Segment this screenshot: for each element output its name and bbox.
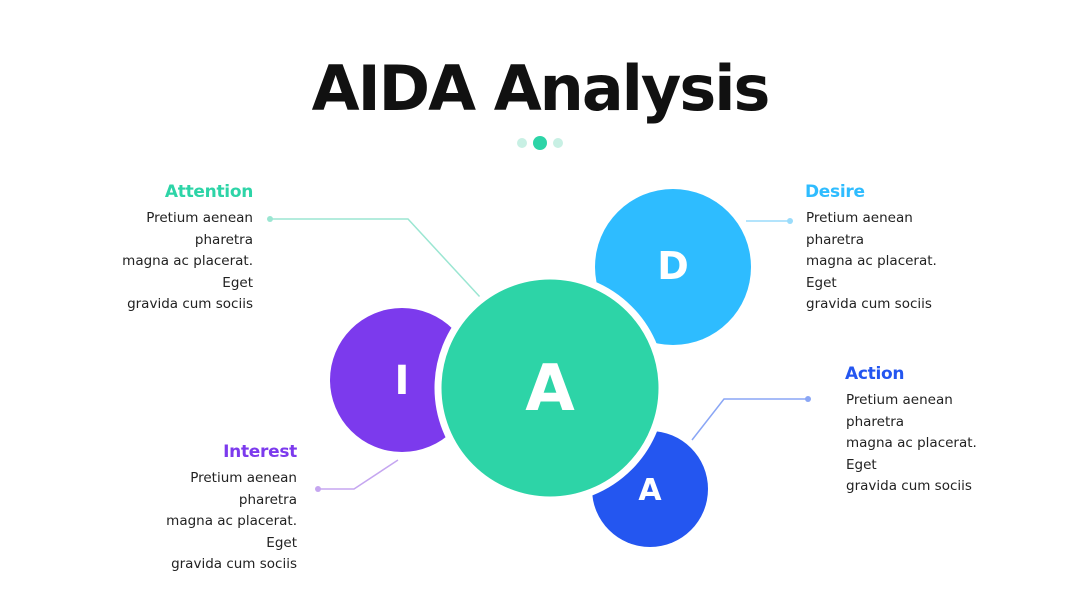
action-description-line-2: magna ac placerat. Eget (846, 435, 977, 473)
desire-connector-dot (787, 218, 793, 224)
action-connector-dot (805, 396, 811, 402)
desire-circle[interactable] (595, 189, 751, 345)
interest-description-line-3: gravida cum sociis (171, 556, 297, 572)
interest-circle-letter: I (395, 358, 410, 404)
action-connector-line (691, 398, 808, 441)
action-description: Pretium aenean pharetra magna ac placera… (846, 390, 1006, 498)
attention-circle[interactable] (434, 272, 666, 504)
interest-description-line-1: Pretium aenean pharetra (190, 470, 297, 508)
desire-description-line-1: Pretium aenean pharetra (806, 210, 913, 248)
desire-circle-letter: D (657, 244, 689, 288)
interest-heading: Interest (223, 442, 297, 462)
pagination-dots (0, 136, 1080, 150)
attention-description-line-1: Pretium aenean pharetra (146, 210, 253, 248)
action-heading: Action (845, 364, 905, 384)
attention-connector-dot (267, 216, 273, 222)
interest-description-line-2: magna ac placerat. Eget (166, 513, 297, 551)
interest-connector-line (318, 459, 399, 490)
desire-heading: Desire (805, 182, 865, 202)
attention-description-line-3: gravida cum sociis (127, 296, 253, 312)
action-description-line-1: Pretium aenean pharetra (846, 392, 953, 430)
pagination-dot-2-active[interactable] (533, 136, 547, 150)
action-circle-letter: A (638, 473, 662, 508)
interest-connector-dot (315, 486, 321, 492)
action-description-line-3: gravida cum sociis (846, 478, 972, 494)
desire-description: Pretium aenean pharetra magna ac placera… (806, 208, 966, 316)
interest-description: Pretium aenean pharetra magna ac placera… (137, 468, 297, 576)
page-title: AIDA Analysis (311, 52, 771, 125)
desire-description-line-3: gravida cum sociis (806, 296, 932, 312)
pagination-dot-1[interactable] (517, 138, 527, 148)
desire-description-line-2: magna ac placerat. Eget (806, 253, 937, 291)
attention-connector-line (270, 218, 481, 298)
pagination-dot-3[interactable] (553, 138, 563, 148)
attention-circle-letter: A (525, 352, 575, 426)
attention-heading: Attention (164, 182, 253, 202)
attention-description-line-2: magna ac placerat. Eget (122, 253, 253, 291)
attention-description: Pretium aenean pharetra magna ac placera… (93, 208, 253, 316)
